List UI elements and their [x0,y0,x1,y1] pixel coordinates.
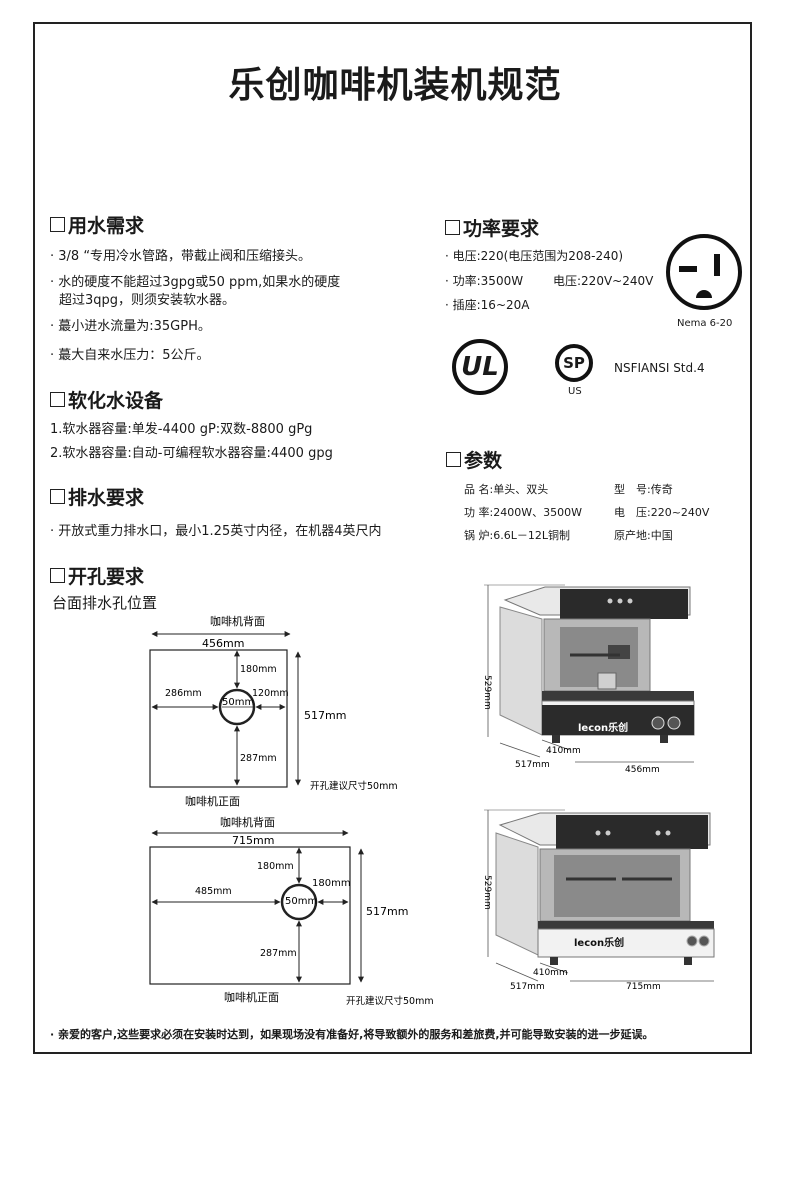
nsf-label: NSFIANSI Std.4 [614,361,705,375]
water-item: 超过3qpg，则须安装软水器。 [59,293,236,308]
depth-label: 517mm [304,709,346,722]
hole-heading: 开孔要求 [68,566,145,588]
bottom-label: 287mm [260,948,297,959]
footer-note: · 亲爱的客户,这些要求必须在安装时达到，如果现场没有准备好,将导致额外的服务和… [50,1028,654,1041]
brand-label: lecon乐创 [574,936,624,949]
depth-label: 517mm [510,982,545,992]
top-label: 180mm [257,861,294,872]
depth-label: 517mm [366,905,408,918]
ul-text: UL [461,352,499,382]
param-cell: 型 号:传奇 [614,483,673,496]
water-item: · 蕞小进水流量为:35GPH。 [50,319,211,334]
section-hole: 开孔要求 [50,562,144,589]
power-heading: 功率要求 [463,218,540,240]
section-params: 参数 [446,446,502,473]
softener-heading: 软化水设备 [68,390,164,412]
csa-logo-icon: SP [555,344,593,382]
width-label: 456mm [625,765,660,775]
params-heading: 参数 [464,450,503,472]
left-label: 485mm [195,886,232,897]
back-label: 咖啡机背面 [210,614,265,628]
ul-logo-icon: UL [452,339,508,395]
depth-label: 517mm [515,760,550,770]
nema-label: Nema 6-20 [677,318,733,329]
power-voltage: · 电压:220(电压范围为208-240) [445,249,624,263]
param-cell: 原产地:中国 [614,529,673,542]
param-cell: 电 压:220~240V [614,506,710,519]
drain-heading: 排水要求 [68,487,145,509]
checkbox-icon [50,568,65,583]
hole-subheading: 台面排水孔位置 [52,594,158,612]
checkbox-icon [50,489,65,504]
checkbox-icon [446,452,461,467]
water-item: · 3/8 “专用冷水管路，带截止阀和压缩接头。 [50,249,312,264]
drain-diagram-double: 咖啡机背面 715mm 50mm 180mm 485mm 180mm 287mm… [149,815,434,1007]
page-frame [33,22,752,1054]
front-label: 咖啡机正面 [224,990,279,1004]
back-label: 咖啡机背面 [220,815,275,829]
drain-diagram-single: 咖啡机背面 456mm 50mm 180mm 286mm 120mm 287mm… [149,614,398,808]
water-heading: 用水需求 [68,215,145,237]
front-label: 咖啡机正面 [185,794,240,808]
inner-label: 410mm [533,968,568,978]
width-label: 456mm [202,637,244,650]
water-item: · 水的硬度不能超过3gpg或50 ppm,如果水的硬度 [50,275,341,290]
param-cell: 功 率:2400W、3500W [464,506,582,519]
machine-double-drawing: 529mm lecon乐创 517mm 410mm 715mm [482,809,715,992]
hole-label: 50mm [285,896,317,907]
height-label: 529mm [482,875,492,910]
power-voltage-range: 电压:220V~240V [553,274,654,288]
param-cell: 锅 炉:6.6L－12L铜制 [464,529,570,542]
section-power: 功率要求 [445,214,539,241]
nema-socket-icon [666,234,742,310]
drain-item: · 开放式重力排水口，最小1.25英寸内径，在机器4英尺内 [50,524,382,539]
power-socket: · 插座:16~20A [445,298,530,312]
section-water: 用水需求 [50,211,144,238]
inner-label: 410mm [546,746,581,756]
csa-text: SP [563,354,585,372]
section-drain: 排水要求 [50,483,144,510]
brand-label: lecon乐创 [578,721,628,734]
softener-item: 2.软水器容量:自动-可编程软水器容量:4400 gpg [50,446,333,461]
width-label: 715mm [232,834,274,847]
param-cell: 品 名:单头、双头 [464,483,549,496]
bottom-label: 287mm [240,753,277,764]
page-title: 乐创咖啡机装机规范 [228,65,562,106]
water-item: · 蕞大自来水压力：5公斤。 [50,348,210,363]
checkbox-icon [445,220,460,235]
height-label: 529mm [482,675,492,710]
section-softener: 软化水设备 [50,386,163,413]
power-power: · 功率:3500W [445,274,524,288]
note-label: 开孔建议尺寸50mm [310,780,398,792]
softener-item: 1.软水器容量:单发-4400 gP:双数-8800 gPg [50,422,313,437]
hole-label: 50mm [222,697,254,708]
right-label: 180mm [312,878,351,889]
top-label: 180mm [240,664,277,675]
width-label: 715mm [626,982,661,992]
note-label: 开孔建议尺寸50mm [346,995,434,1007]
checkbox-icon [50,217,65,232]
checkbox-icon [50,392,65,407]
left-label: 286mm [165,688,202,699]
machine-single-drawing: 529mm lecon乐创 517mm 410mm 456mm [482,584,695,775]
right-label: 120mm [252,688,289,699]
csa-us-label: US [568,386,582,397]
